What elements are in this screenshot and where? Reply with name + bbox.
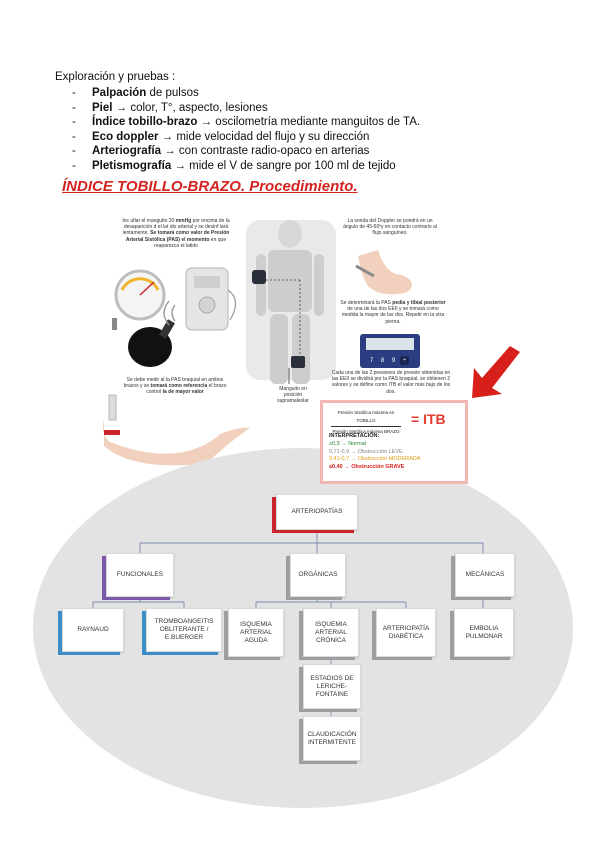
note-text: Se determinará la PAS <box>340 300 393 306</box>
node-leriche-fontaine: ESTADIOS DE LERICHE-FONTAINE <box>303 664 361 709</box>
interpretation-row: ≤0,40 → Obstrucción GRAVE <box>329 464 405 471</box>
item-term: Pletismografía <box>92 159 172 172</box>
node-claudicacion: CLAUDICACIÓN INTERMITENTE <box>303 716 361 761</box>
note-text: por encima de la desaparición d el lat i… <box>122 218 230 237</box>
note-bold: la de mayor valor <box>162 389 204 396</box>
exploration-list: Palpación de pulsos Piel → color, T°, as… <box>72 86 420 174</box>
node-label: ORGÁNICAS <box>298 571 338 578</box>
node-arteriopatia-diabetica: ARTERIOPATÍA DIABÉTICA <box>376 608 436 657</box>
list-item: Pletismografía → mide el V de sangre por… <box>72 159 420 174</box>
note-text: de una de las dos EEII y se tomará como … <box>341 306 445 325</box>
node-tromboangeitis: TROMBOANGEITIS OBLITERANTE / E.BUERGER <box>146 608 222 652</box>
node-label: RAYNAUD <box>77 626 109 633</box>
item-term: Eco doppler <box>92 130 159 143</box>
list-item: Piel → color, T°, aspecto, lesiones <box>72 101 420 116</box>
note-text: el brazo control <box>146 383 227 396</box>
calc-button: 8 <box>378 356 387 365</box>
interpretation-row: 0,41-0,7 → Obstrucción MODERADA <box>329 456 421 463</box>
note-bold: pedia y tibial posterior <box>392 300 446 306</box>
node-label: ISQUEMIA ARTERIAL AGUDA <box>240 620 272 644</box>
diagram-connectors <box>92 531 484 716</box>
foot-doppler-icon <box>355 250 412 295</box>
item-text: → oscilometría mediante manguitos de TA. <box>197 116 421 129</box>
pointer-arrow-icon <box>472 346 520 398</box>
note-pedia: Se determinará la PAS pedia y tibial pos… <box>340 300 446 325</box>
node-label: MECÁNICAS <box>465 571 505 578</box>
note-arm: Se debe medir al la PAS braquial en ambo… <box>120 377 230 396</box>
interpretation-list: INTERPRETACIÓN: ≥0,9 → Normal 0,71-0,9 →… <box>329 433 420 472</box>
node-arteriopatias: ARTERIOPATÍAS <box>276 494 358 530</box>
note-text: Se debe medir al la PAS braquial en ambo… <box>123 377 224 390</box>
itb-equals: = ITB <box>411 411 446 427</box>
node-label: ARTERIOPATÍA DIABÉTICA <box>382 624 430 640</box>
node-embolia-pulmonar: EMBOLIA PULMONAR <box>454 608 514 657</box>
node-label: TROMBOANGEITIS OBLITERANTE / E.BUERGER <box>154 618 214 641</box>
calc-button: 7 <box>367 356 376 365</box>
list-item: Palpación de pulsos <box>72 86 420 101</box>
node-label: FUNCIONALES <box>116 571 164 578</box>
interpretation-row: ≥0,9 → Normal <box>329 440 366 447</box>
node-organicas: ORGÁNICAS <box>290 553 346 597</box>
node-label: CLAUDICACIÓN INTERMITENTE <box>307 730 357 746</box>
node-label: ESTADIOS DE LERICHE-FONTAINE <box>310 674 354 698</box>
item-text: → con contraste radio-opaco en arterias <box>161 145 370 158</box>
doppler-device-icon <box>163 267 237 331</box>
arm-cuff-icon <box>102 394 250 466</box>
patient-body-icon <box>246 220 336 384</box>
item-term: Piel <box>92 101 113 114</box>
list-item: Eco doppler → mide velocidad del flujo y… <box>72 130 420 145</box>
note-bold: Se tomará como valor de Presión Arterial… <box>125 230 230 243</box>
item-text: → mide velocidad del flujo y su direcció… <box>158 130 370 143</box>
item-text: → color, T°, aspecto, lesiones <box>112 101 268 114</box>
interpretation-heading: INTERPRETACIÓN: <box>329 433 380 439</box>
calc-button: 9 <box>389 356 398 365</box>
node-label: EMBOLIA PULMONAR <box>465 624 503 640</box>
node-label: ARTERIOPATÍAS <box>291 508 343 515</box>
node-isquemia-cronica: ISQUEMIA ARTERIAL CRÓNICA <box>303 608 359 657</box>
section-intro: Exploración y pruebas : <box>55 71 176 83</box>
node-raynaud: RAYNAUD <box>62 608 124 652</box>
calc-button: ÷ <box>400 356 409 365</box>
note-cuff: Manguito en posición supramaleolar <box>277 386 309 405</box>
itb-interpretation-box: Presión Sistólica máxima en TOBILLO Pres… <box>320 400 468 484</box>
note-inflate: Inc uflar el manguito 20 mmHg por encima… <box>116 218 236 249</box>
list-item: Arteriografía → con contraste radio-opac… <box>72 144 420 159</box>
list-item: Índice tobillo-brazo → oscilometría medi… <box>72 115 420 130</box>
note-bold: mmHg <box>175 218 192 224</box>
note-text: Inc uflar el manguito 20 <box>122 218 176 224</box>
item-term: Arteriografía <box>92 145 162 158</box>
node-label: ISQUEMIA ARTERIAL CRÓNICA <box>315 620 347 644</box>
node-isquemia-aguda: ISQUEMIA ARTERIAL AGUDA <box>228 608 284 657</box>
formula-denominator: Presión Sistólica máxima BRAZO <box>332 429 400 434</box>
node-funcionales: FUNCIONALES <box>106 553 174 597</box>
itb-procedure-title: ÍNDICE TOBILLO-BRAZO. Procedimiento. <box>62 178 358 195</box>
item-text: de pulsos <box>146 87 199 99</box>
item-term: Palpación <box>92 87 147 99</box>
node-mecanicas: MECÁNICAS <box>455 553 515 597</box>
itb-formula: Presión Sistólica máxima en TOBILLO Pres… <box>331 409 401 436</box>
item-text: → mide el V de sangre por 100 ml de teji… <box>171 159 396 172</box>
sphygmomanometer-icon <box>112 269 175 367</box>
note-calc: Cada una de las 2 presiones de presión o… <box>331 370 451 395</box>
formula-numerator: Presión Sistólica máxima en TOBILLO <box>337 410 395 423</box>
note-text: en que reaparezca el latido <box>154 236 227 249</box>
note-bold: tomará como referencia <box>150 383 208 390</box>
item-term: Índice tobillo-brazo <box>92 116 198 129</box>
interpretation-row: 0,71-0,9 → Obstrucción LEVE <box>329 448 403 455</box>
note-doppler: La sonda del Doppler se pondrá en un áng… <box>343 218 437 237</box>
